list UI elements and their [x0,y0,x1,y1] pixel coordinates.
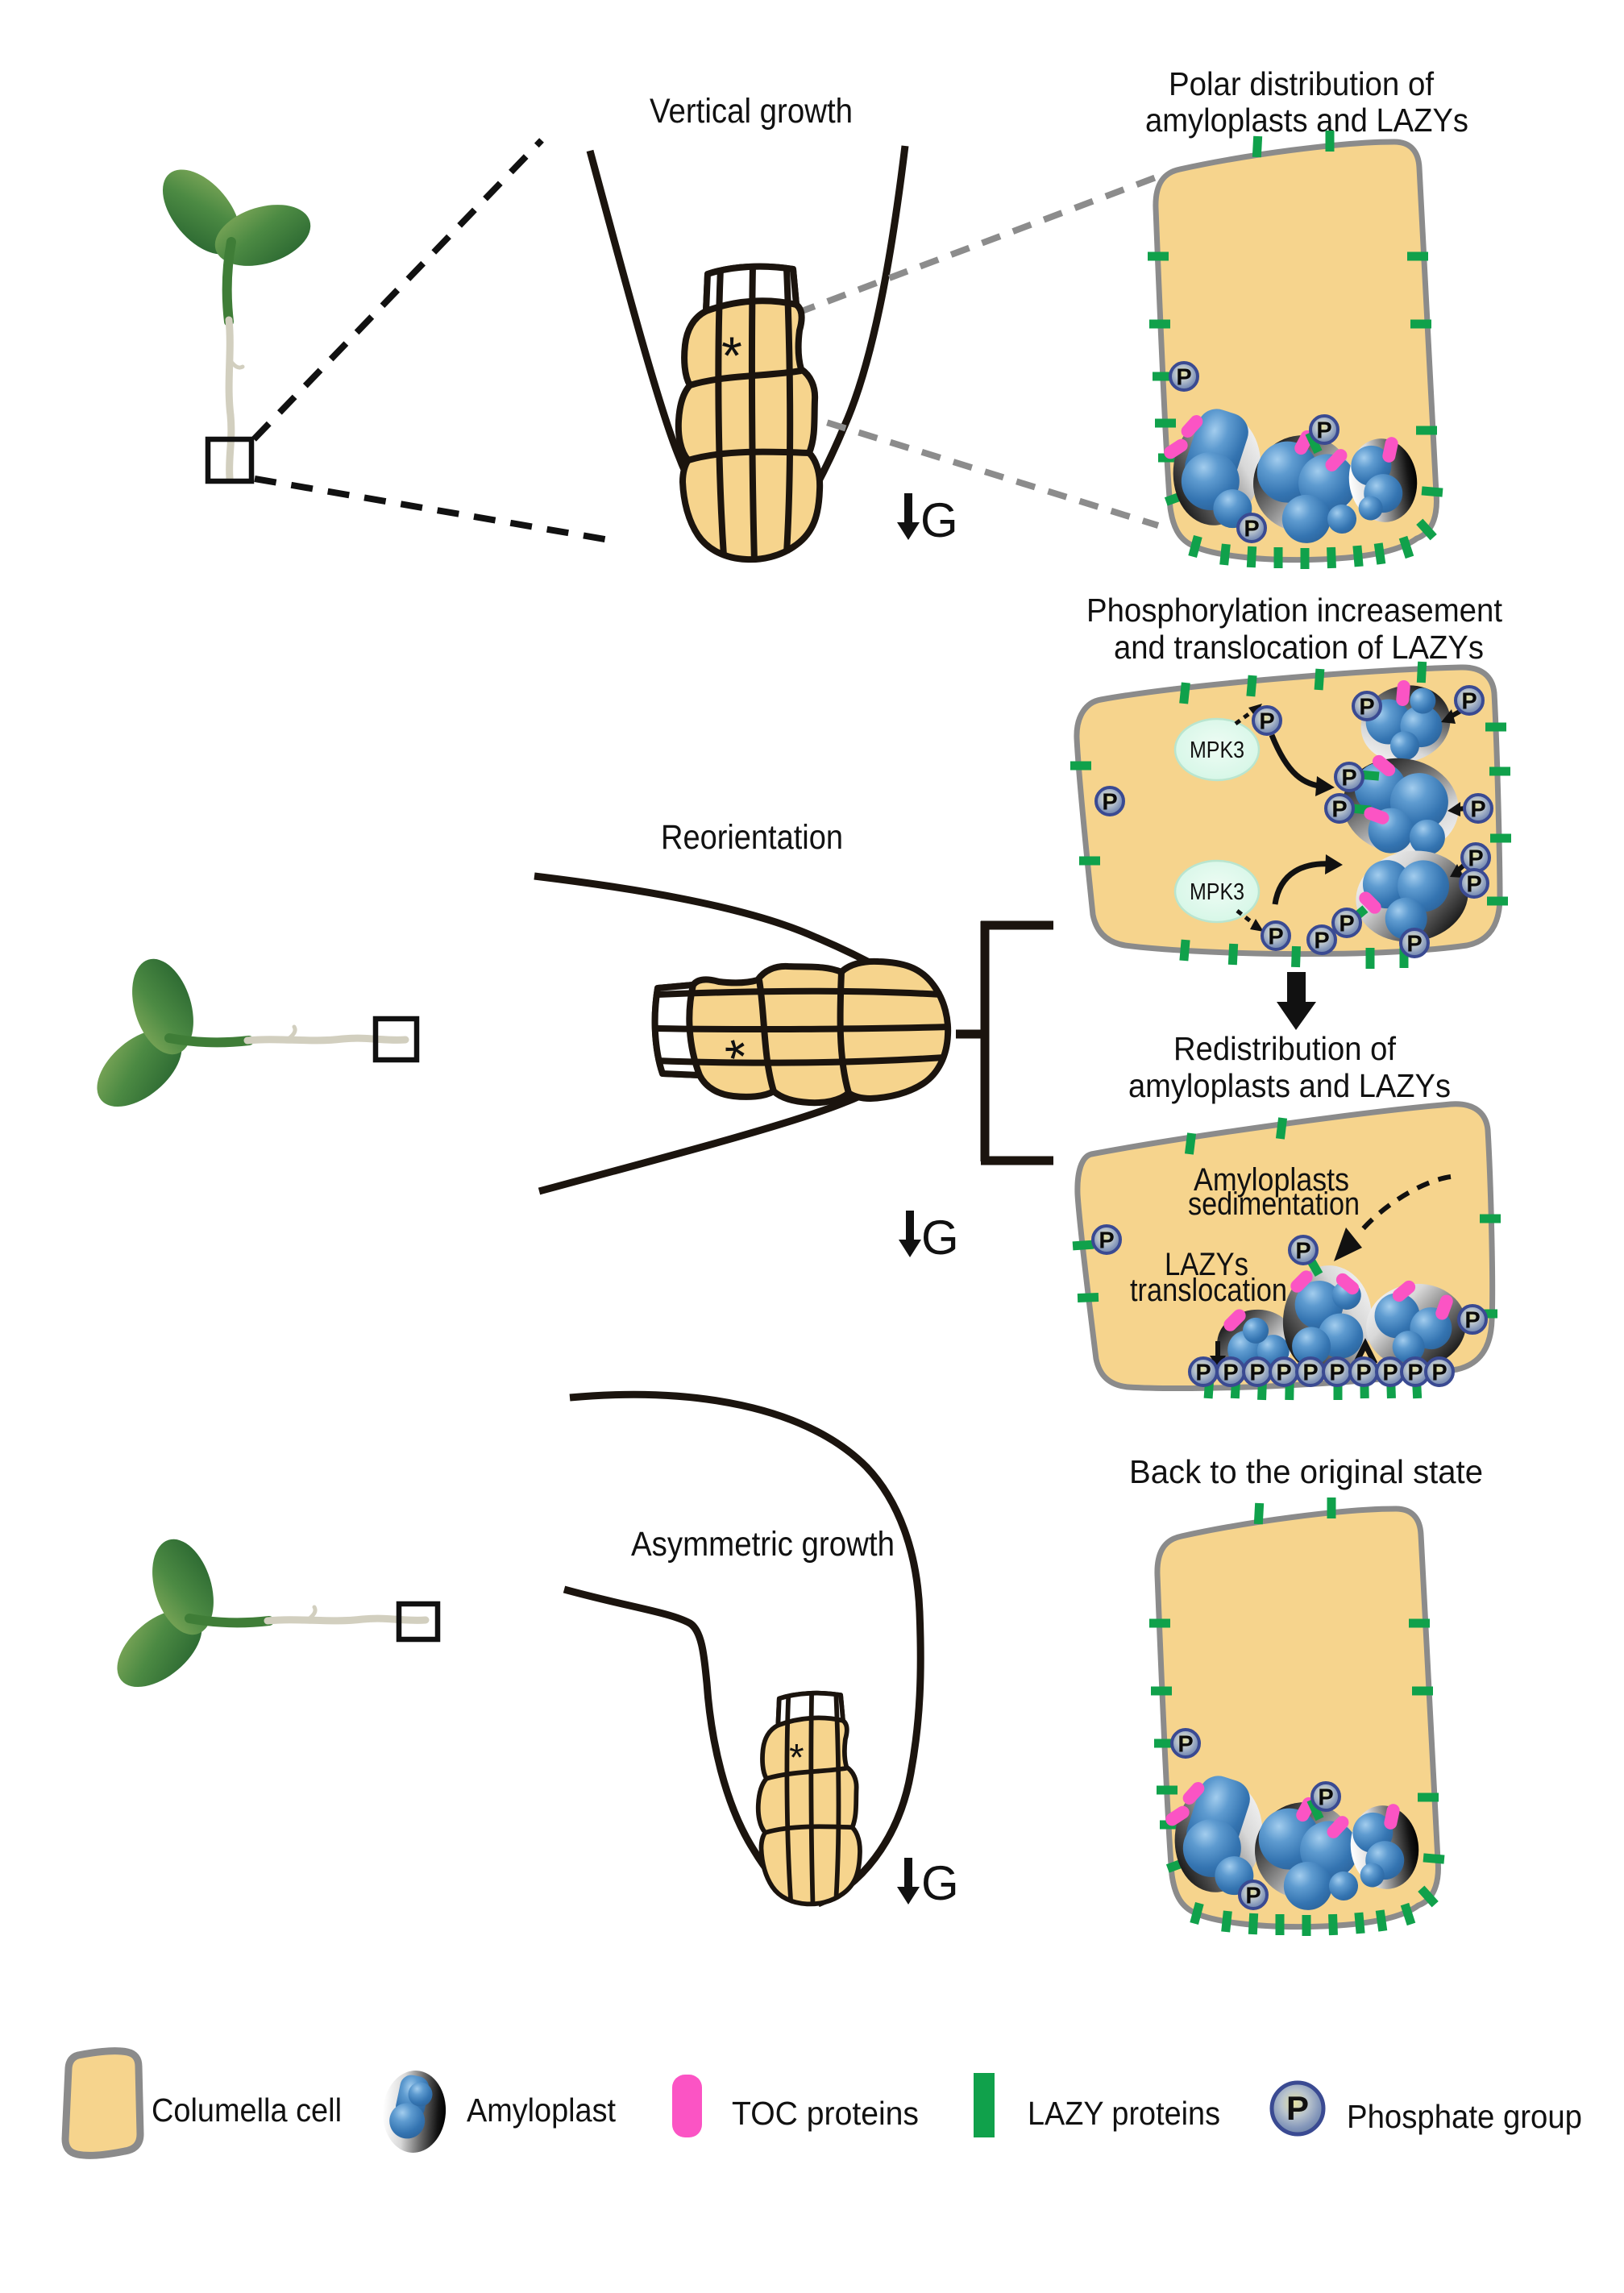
svg-text:Polar distribution of: Polar distribution of [1169,65,1435,102]
svg-text:Phosphorylation increasement: Phosphorylation increasement [1086,592,1503,629]
svg-text:Redistribution of: Redistribution of [1173,1030,1397,1067]
svg-text:Phosphate group: Phosphate group [1347,2098,1582,2135]
svg-text:MPK3: MPK3 [1190,737,1244,763]
svg-text:G: G [921,1211,959,1265]
svg-text:Back to the original state: Back to the original state [1129,1453,1483,1490]
svg-text:and translocation of LAZYs: and translocation of LAZYs [1114,629,1484,666]
svg-text:translocation: translocation [1130,1273,1287,1308]
svg-text:MPK3: MPK3 [1190,879,1244,905]
svg-text:amyloplasts and LAZYs: amyloplasts and LAZYs [1128,1067,1451,1104]
svg-text:G: G [920,493,958,547]
svg-text:sedimentation: sedimentation [1188,1186,1360,1222]
svg-text:P: P [1286,2089,1309,2127]
svg-text:G: G [921,1856,959,1910]
svg-text:TOC proteins: TOC proteins [732,2095,919,2132]
svg-text:LAZYs: LAZYs [1165,1247,1248,1282]
svg-text:LAZY proteins: LAZY proteins [1028,2095,1220,2132]
svg-text:amyloplasts and LAZYs: amyloplasts and LAZYs [1145,102,1468,139]
svg-text:Amyloplast: Amyloplast [467,2092,617,2129]
svg-text:Vertical growth: Vertical growth [650,92,853,131]
svg-text:Asymmetric growth: Asymmetric growth [631,1525,895,1564]
svg-text:Columella cell: Columella cell [152,2092,342,2129]
svg-text:Reorientation: Reorientation [661,818,843,857]
svg-text:Amyloplasts: Amyloplasts [1194,1162,1349,1198]
